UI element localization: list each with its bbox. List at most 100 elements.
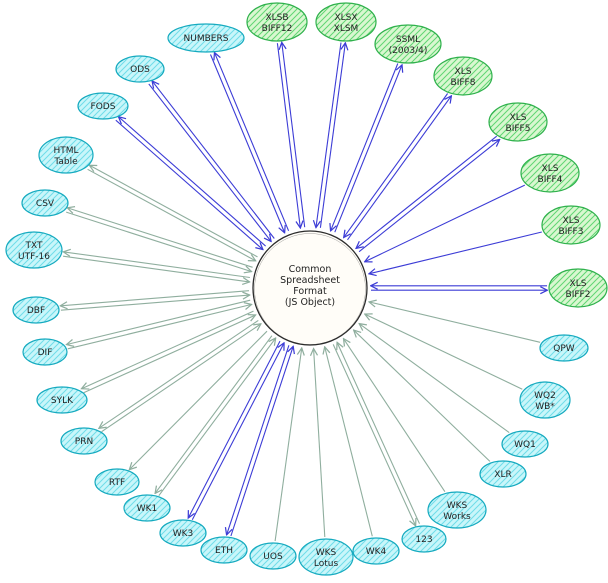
node-label-dbf: DBF bbox=[27, 306, 45, 316]
node-html-table bbox=[38, 136, 94, 174]
edge-xls-biff3-read bbox=[369, 231, 542, 274]
edge-fods-read bbox=[115, 119, 263, 249]
node-dbf bbox=[12, 296, 60, 324]
edge-prn-read bbox=[101, 324, 261, 433]
node-xls-biff5 bbox=[488, 102, 548, 142]
node-label-n123: 123 bbox=[415, 535, 432, 545]
edge-wk1-read bbox=[158, 338, 276, 497]
node-label-eth: ETH bbox=[215, 546, 233, 556]
edge-wk1-write bbox=[155, 335, 273, 493]
center-node bbox=[252, 230, 368, 346]
node-label-numbers: NUMBERS bbox=[184, 34, 229, 44]
edge-n123-write bbox=[332, 344, 415, 525]
edge-xlr-read bbox=[354, 330, 491, 462]
edge-wq1-read bbox=[359, 324, 510, 434]
edge-ods-read bbox=[148, 83, 271, 241]
edge-xls-biff5-read bbox=[356, 135, 498, 248]
node-csv bbox=[21, 189, 69, 217]
node-sylk bbox=[36, 386, 88, 414]
node-xls-biff4 bbox=[520, 153, 580, 193]
node-label-xlr: XLR bbox=[494, 470, 511, 480]
edge-xlsb-write bbox=[282, 43, 306, 228]
node-xls-biff8 bbox=[433, 56, 493, 96]
edge-xlsx-read bbox=[316, 42, 342, 228]
node-label-ssml: SSML(2003/4) bbox=[389, 35, 428, 56]
node-label-wk1: WK1 bbox=[137, 504, 158, 514]
edge-uos-read bbox=[274, 348, 302, 542]
node-xlsb bbox=[246, 2, 308, 42]
edge-ods-write bbox=[152, 81, 275, 239]
node-uos bbox=[249, 542, 297, 570]
node-wq1 bbox=[501, 430, 549, 458]
node-label-qpw: QPW bbox=[553, 344, 575, 354]
edge-dif-read bbox=[67, 305, 251, 350]
edge-wk4-read bbox=[325, 347, 373, 537]
node-label-rtf: RTF bbox=[109, 478, 125, 488]
node-label-csv: CSV bbox=[36, 199, 55, 209]
node-prn bbox=[60, 427, 108, 455]
node-wq2 bbox=[519, 381, 571, 419]
node-wks-works bbox=[427, 491, 487, 529]
edge-prn-write bbox=[99, 319, 259, 428]
edge-sylk-write bbox=[82, 310, 254, 389]
node-n123 bbox=[401, 525, 447, 553]
node-fods bbox=[77, 92, 129, 120]
edge-sylk-read bbox=[83, 315, 256, 394]
edge-dif-write bbox=[67, 299, 251, 344]
edge-qpw-read bbox=[369, 302, 541, 343]
node-xls-biff3 bbox=[541, 205, 601, 245]
center-node-inner-stroke bbox=[254, 233, 366, 345]
edge-numbers-read bbox=[209, 54, 285, 233]
edge-ssml-read bbox=[331, 63, 399, 231]
edge-xls-biff8-write bbox=[347, 96, 452, 241]
node-label-wk3: WK3 bbox=[173, 529, 194, 539]
node-numbers bbox=[167, 23, 245, 53]
node-xlr bbox=[479, 460, 527, 488]
edge-html-table-write bbox=[90, 165, 258, 258]
node-label-ods: ODS bbox=[130, 65, 150, 75]
node-eth bbox=[200, 536, 248, 564]
node-ods bbox=[115, 55, 165, 83]
edge-xls-biff5-write bbox=[358, 140, 499, 253]
node-wks-lotus bbox=[298, 538, 354, 576]
node-label-prn: PRN bbox=[75, 437, 93, 447]
node-xlsx bbox=[315, 2, 377, 42]
node-qpw bbox=[539, 334, 589, 362]
node-wk1 bbox=[123, 494, 171, 522]
node-label-wq1: WQ1 bbox=[514, 440, 536, 450]
edge-wks-lotus-read bbox=[314, 349, 326, 538]
edge-wk3-write bbox=[188, 340, 281, 518]
edge-csv-write bbox=[68, 208, 253, 268]
node-label-fods: FODS bbox=[91, 102, 116, 112]
node-dif bbox=[22, 338, 68, 366]
edge-fods-write bbox=[119, 117, 266, 247]
edge-xls-biff8-read bbox=[344, 93, 449, 238]
edge-wk3-read bbox=[191, 343, 284, 521]
edge-csv-read bbox=[66, 211, 251, 271]
edge-xlsb-read bbox=[276, 43, 300, 228]
edge-n123-read bbox=[337, 343, 421, 524]
edge-txt-write bbox=[64, 252, 250, 279]
edge-wks-works-read bbox=[344, 339, 446, 493]
node-label-uos: UOS bbox=[263, 552, 283, 562]
node-rtf bbox=[94, 468, 140, 496]
edge-wq2-read bbox=[365, 314, 523, 390]
node-xls-biff2 bbox=[548, 268, 608, 308]
node-label-dif: DIF bbox=[38, 348, 53, 358]
edge-dbf-read bbox=[60, 295, 250, 311]
node-txt bbox=[5, 231, 63, 269]
edge-rtf-write bbox=[130, 330, 268, 469]
edge-xlsx-write bbox=[319, 43, 345, 228]
